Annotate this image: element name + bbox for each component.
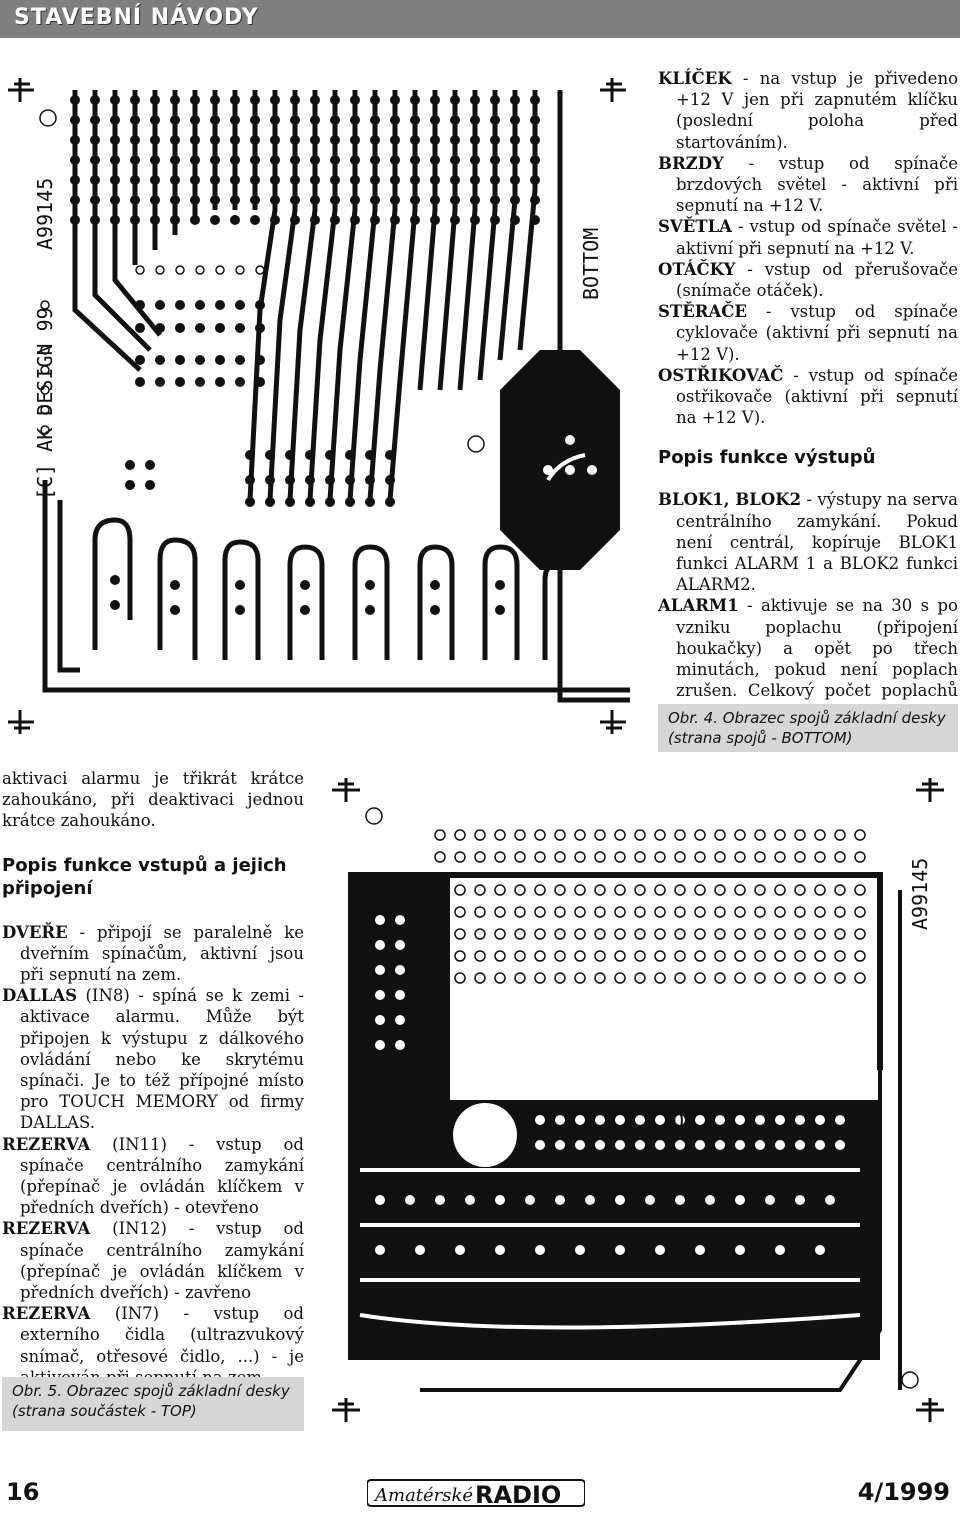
term-rezerva-in7: REZERVA: [2, 1304, 91, 1324]
term-rezerva-in12: REZERVA: [2, 1219, 91, 1239]
pcb-top-figure: TOP A99145: [332, 778, 944, 1422]
page-number: 16: [6, 1478, 40, 1506]
term-dvere: DVEŘE: [2, 922, 68, 942]
term-rezerva-in11: REZERVA: [2, 1134, 91, 1154]
term-svetla: SVĚTLA: [658, 217, 732, 237]
pcb-bottom-figure: [C] AK DESIGN 99 A99145 BOTTOM: [8, 78, 630, 734]
pcb-top-side-label: TOP: [660, 1109, 696, 1133]
term-dallas: DALLAS: [2, 986, 78, 1006]
figure5-caption: Obr. 5. Obrazec spojů základní desky (st…: [2, 1377, 304, 1431]
term-alarm1: ALARM1: [658, 596, 739, 616]
magazine-word2: RADIO: [475, 1481, 561, 1509]
section-title: STAVEBNÍ NÁVODY: [14, 5, 259, 30]
inputs-heading: Popis funkce vstupů a jejich připojení: [2, 854, 287, 899]
issue-number: 4/1999: [857, 1478, 950, 1506]
pcb-bottom-code: A99145: [33, 178, 57, 250]
pcb-bottom-side-label: BOTTOM: [579, 228, 603, 300]
term-blok: BLOK1, BLOK2: [658, 490, 802, 510]
term-sterace: STĚRAČE: [658, 302, 747, 322]
right-column-text: KLÍČEK - na vstup je přivedeno +12 V jen…: [658, 69, 958, 721]
term-klicek: KLÍČEK: [658, 69, 732, 88]
outputs-heading: Popis funkce výstupů: [658, 447, 876, 469]
figure4-caption: Obr. 4. Obrazec spojů základní desky (st…: [658, 704, 958, 752]
section-header: STAVEBNÍ NÁVODY: [0, 0, 960, 38]
pcb-bottom-copyright: [C] AK DESIGN 99: [33, 307, 57, 500]
left-column-text: aktivaci alarmu je třikrát krátce zahouk…: [2, 769, 304, 1387]
term-otacky: OTÁČKY: [658, 259, 736, 279]
magazine-logo: Amatérské RADIO: [367, 1479, 585, 1509]
term-brzdy: BRZDY: [658, 153, 724, 173]
pcb-top-code: A99145: [908, 858, 932, 930]
page-footer: 16 Amatérské RADIO 4/1999: [0, 1462, 960, 1513]
alarm-intro: aktivaci alarmu je třikrát krátce zahouk…: [2, 769, 304, 831]
term-ostrikovac: OSTŘIKOVAČ: [658, 365, 784, 385]
magazine-word1: Amatérské: [373, 1485, 473, 1506]
